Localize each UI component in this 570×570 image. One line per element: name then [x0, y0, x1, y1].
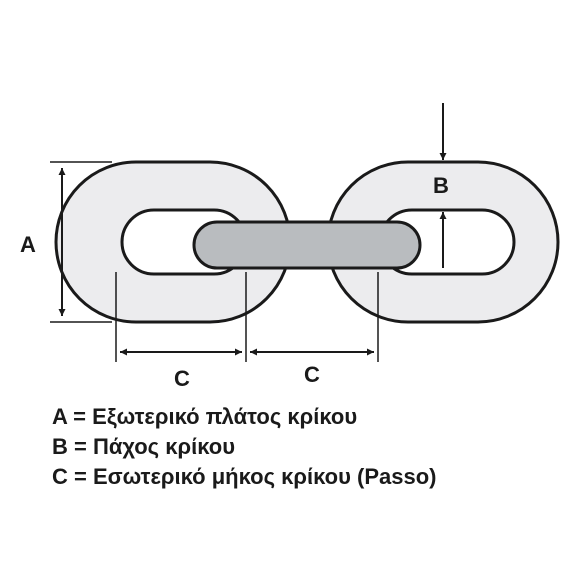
dimension-c-left: C	[115, 272, 247, 391]
legend-item-a: A = Εξωτερικό πλάτος κρίκου	[52, 404, 358, 429]
dimension-c-right-label: C	[304, 362, 320, 387]
dimension-b: B	[433, 103, 449, 268]
legend-item-c: C = Εσωτερικό μήκος κρίκου (Passo)	[52, 464, 437, 489]
legend-item-b: B = Πάχος κρίκου	[52, 434, 236, 459]
dimension-c-left-label: C	[174, 366, 190, 391]
dimension-b-label: B	[433, 173, 449, 198]
dimension-legend: A = Εξωτερικό πλάτος κρίκου B = Πάχος κρ…	[52, 402, 437, 492]
dimension-a-label: A	[20, 232, 36, 257]
dimension-c-right: C	[250, 272, 379, 387]
middle-chain-link	[192, 220, 422, 270]
dimension-a: A	[20, 161, 112, 323]
